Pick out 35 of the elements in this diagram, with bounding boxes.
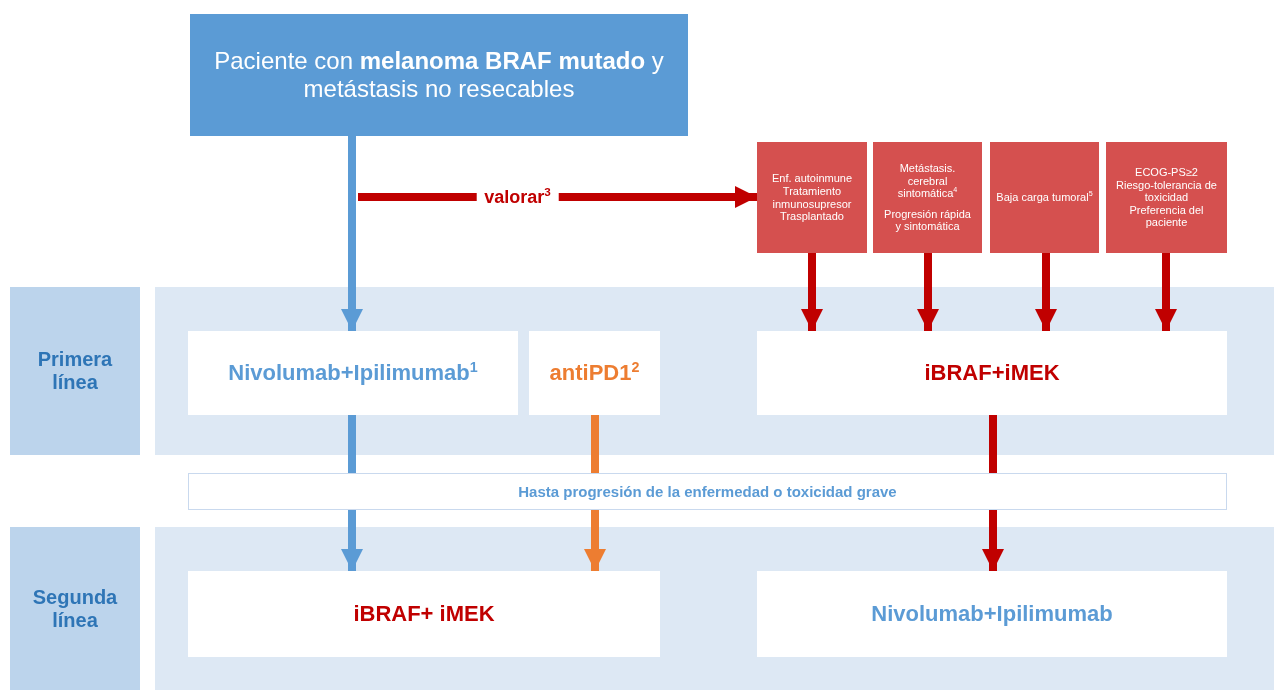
- arrow: [917, 253, 939, 331]
- row-label-box: [10, 527, 140, 690]
- treatment-box: [757, 331, 1227, 415]
- treatment-box: [188, 331, 518, 415]
- criteria-text: Trasplantado: [780, 210, 844, 223]
- arrow: [1035, 253, 1057, 331]
- treatment-box: [757, 571, 1227, 657]
- criteria-text: ECOG-PS≥2: [1135, 165, 1198, 179]
- criteria-text: Preferencia del paciente: [1128, 203, 1205, 230]
- box-text: antiPD1$^{2}$: [549, 360, 640, 386]
- note-text: Hasta progresión de la enfermedad o toxicidad grave: [518, 483, 897, 500]
- criteria-text: Tratamiento inmunosupresor: [771, 184, 853, 211]
- treatment-box: [188, 571, 660, 657]
- box-text: iBRAF+ iMEK: [353, 601, 495, 627]
- row-label-box: [10, 287, 140, 455]
- box-text: Paciente con melanoma BRAF mutado y metástasis no resecables: [213, 47, 665, 103]
- arrow: [341, 136, 363, 331]
- criteria-text: Baja carga tumoral$^{5}$: [996, 191, 1093, 204]
- criteria-text: Enf. autoinmune: [771, 172, 853, 185]
- criteria-text: Progresión rápida y sintomática: [883, 207, 972, 234]
- box-text: Segunda línea: [31, 585, 119, 632]
- arrow: [801, 253, 823, 331]
- criteria-box: [990, 142, 1099, 253]
- box-text: iBRAF+iMEK: [924, 360, 1060, 386]
- criteria-text: Metástasis. cerebral sintomática$^{4}$: [896, 161, 959, 200]
- criteria-box: [757, 142, 867, 253]
- box-text: Nivolumab+Ipilimumab$^{1}$: [228, 360, 478, 386]
- box-text: Primera línea: [36, 348, 114, 394]
- criteria-box: [873, 142, 982, 253]
- treatment-box: [529, 331, 660, 415]
- patient-box: [190, 14, 688, 136]
- criteria-box: [1106, 142, 1227, 253]
- box-text: Nivolumab+Ipilimumab: [871, 601, 1113, 627]
- arrow: [1155, 253, 1177, 331]
- criteria-text: Riesgo-tolerancia de toxicidad: [1115, 178, 1218, 204]
